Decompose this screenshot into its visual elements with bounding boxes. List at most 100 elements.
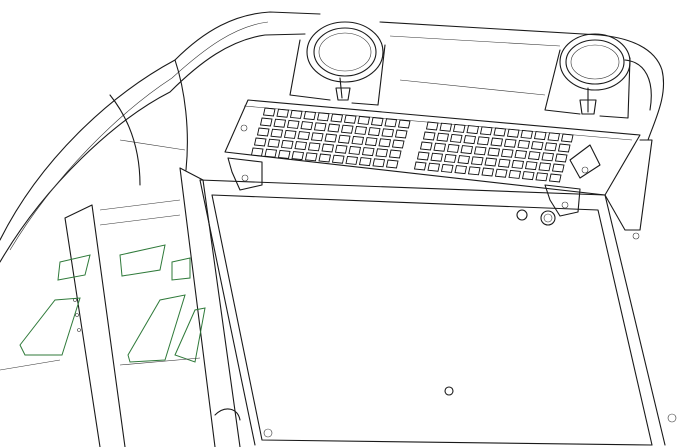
grille-cell	[394, 129, 408, 139]
grille-cell	[494, 168, 508, 178]
grille-cell	[490, 137, 504, 147]
grille-cell	[343, 114, 357, 124]
grille-cell	[503, 138, 517, 148]
grille-cell	[286, 119, 300, 129]
pillar-left	[64, 204, 126, 447]
grille-cell	[310, 132, 324, 142]
grille-cell	[508, 169, 522, 179]
grille-cell	[357, 115, 371, 125]
grille-cell	[548, 173, 562, 183]
grille-cell	[551, 163, 565, 173]
grille-cell	[500, 148, 514, 158]
grille-cell	[560, 133, 574, 143]
slats	[0, 199, 206, 371]
grille-cell	[391, 139, 405, 149]
grille-cell	[291, 151, 305, 161]
grille-cell	[321, 143, 335, 153]
grille-cell	[497, 158, 511, 168]
grille-cell	[473, 146, 487, 156]
grille-cell	[253, 137, 267, 147]
grille-cell	[318, 153, 332, 163]
grille-cell	[484, 157, 498, 167]
grille-cell	[466, 125, 480, 135]
grille-cell	[527, 151, 541, 161]
grille-cell	[276, 108, 290, 118]
grille-cell	[267, 138, 281, 148]
grille-cell	[544, 142, 558, 152]
grille-cell	[463, 135, 477, 145]
grille-cell	[316, 112, 330, 122]
grille-cell	[330, 113, 344, 123]
grille-cell	[313, 122, 327, 132]
grille-cell	[307, 142, 321, 152]
grille-cell	[514, 149, 528, 159]
grille-cell	[452, 123, 466, 133]
grille-cell	[439, 122, 453, 132]
grille-cell	[300, 121, 314, 131]
grille-cell	[422, 131, 436, 141]
grille-cell	[538, 162, 552, 172]
grille-cell	[443, 153, 457, 163]
grille-cell	[381, 128, 395, 138]
grille-cell	[334, 144, 348, 154]
grille-cell	[511, 159, 525, 169]
grille-cell	[433, 142, 447, 152]
grille-cell	[324, 133, 338, 143]
grille-cell	[521, 171, 535, 181]
grille-cell	[425, 121, 439, 131]
grille-cell	[372, 158, 386, 168]
grille-cell	[331, 154, 345, 164]
grille-cell	[375, 148, 389, 158]
grille-plate	[224, 99, 641, 196]
grille-cell	[388, 149, 402, 159]
grille-cell	[436, 132, 450, 142]
grille-cell	[337, 134, 351, 144]
grille-cell	[303, 111, 317, 121]
grille-cell	[530, 141, 544, 151]
grille-cell	[270, 128, 284, 138]
grille-cell	[280, 139, 294, 149]
grille-left	[250, 107, 411, 169]
grille-cell	[493, 127, 507, 137]
grille-cell	[304, 152, 318, 162]
main-panel	[199, 179, 677, 446]
grille-cell	[354, 125, 368, 135]
grille-cell	[397, 119, 411, 129]
grille-cell	[470, 156, 484, 166]
grille-cell	[547, 132, 561, 142]
grille-cell	[416, 151, 430, 161]
hinge-right	[544, 184, 581, 217]
grille-cell	[250, 147, 264, 157]
grille-cell	[419, 141, 433, 151]
grille-cell	[533, 131, 547, 141]
grille-cell	[460, 145, 474, 155]
grille-cell	[476, 136, 490, 146]
grille-cell	[348, 145, 362, 155]
grille-cell	[283, 129, 297, 139]
grille-cell	[256, 127, 270, 137]
grille-cell	[294, 141, 308, 151]
grille-cell	[370, 117, 384, 127]
grille-cell	[413, 161, 427, 171]
grille-cell	[358, 157, 372, 167]
grille-cell	[385, 159, 399, 169]
grille-cell	[467, 166, 481, 176]
grille-cell	[479, 126, 493, 136]
grille-cell	[457, 155, 471, 165]
grille-cell	[446, 143, 460, 153]
grille-cell	[361, 147, 375, 157]
grille-right	[413, 121, 574, 183]
grille-cell	[277, 149, 291, 159]
grille-cell	[524, 161, 538, 171]
grille-cell	[345, 155, 359, 165]
grille-cell	[273, 118, 287, 128]
grille-cell	[364, 137, 378, 147]
grille-cell	[384, 118, 398, 128]
grille-cell	[487, 147, 501, 157]
grille-cell	[340, 124, 354, 134]
grille-cell	[430, 152, 444, 162]
grille-cell	[449, 133, 463, 143]
grille-cell	[517, 139, 531, 149]
grille-cell	[454, 165, 468, 175]
